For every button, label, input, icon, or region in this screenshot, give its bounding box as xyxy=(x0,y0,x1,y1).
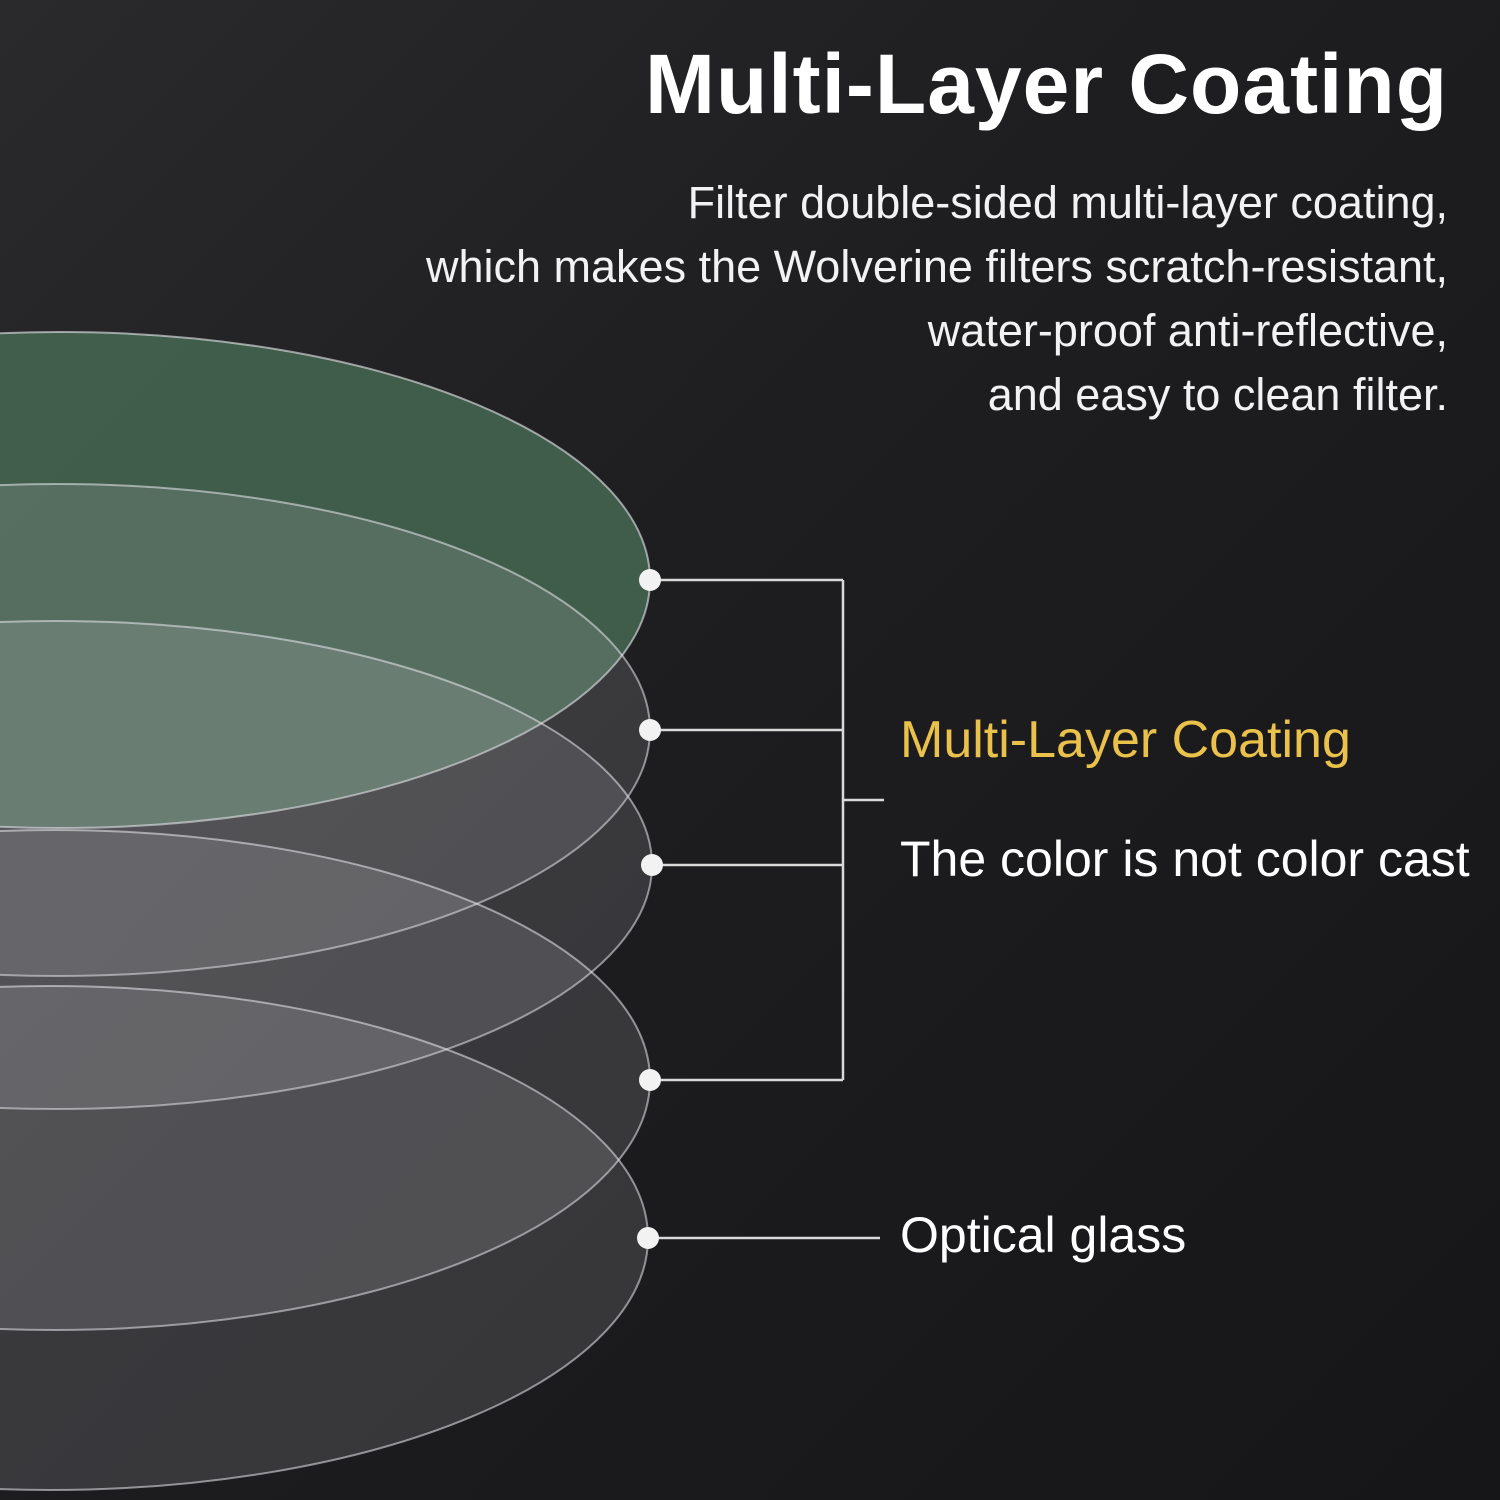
optical-glass-label: Optical glass xyxy=(900,1207,1187,1263)
description-line-3: water-proof anti-reflective, xyxy=(927,304,1448,356)
layer-dot-glass xyxy=(637,1227,659,1249)
description-text: Filter double-sided multi-layer coating,… xyxy=(120,171,1448,427)
description-line-2: which makes the Wolverine filters scratc… xyxy=(425,240,1448,292)
page-title: Multi-Layer Coating xyxy=(644,37,1448,131)
header-block: Multi-Layer Coating Filter double-sided … xyxy=(120,36,1448,427)
multi-layer-coating-label: Multi-Layer Coating xyxy=(900,711,1351,769)
layer-dot-1 xyxy=(639,569,661,591)
description-line-1: Filter double-sided multi-layer coating, xyxy=(687,177,1448,228)
description-line-4: and easy to clean filter. xyxy=(987,368,1448,420)
layer-dot-3 xyxy=(641,854,663,876)
layer-dot-4 xyxy=(639,1069,661,1091)
no-color-cast-label: The color is not color cast xyxy=(900,831,1470,887)
layer-dot-2 xyxy=(639,719,661,741)
